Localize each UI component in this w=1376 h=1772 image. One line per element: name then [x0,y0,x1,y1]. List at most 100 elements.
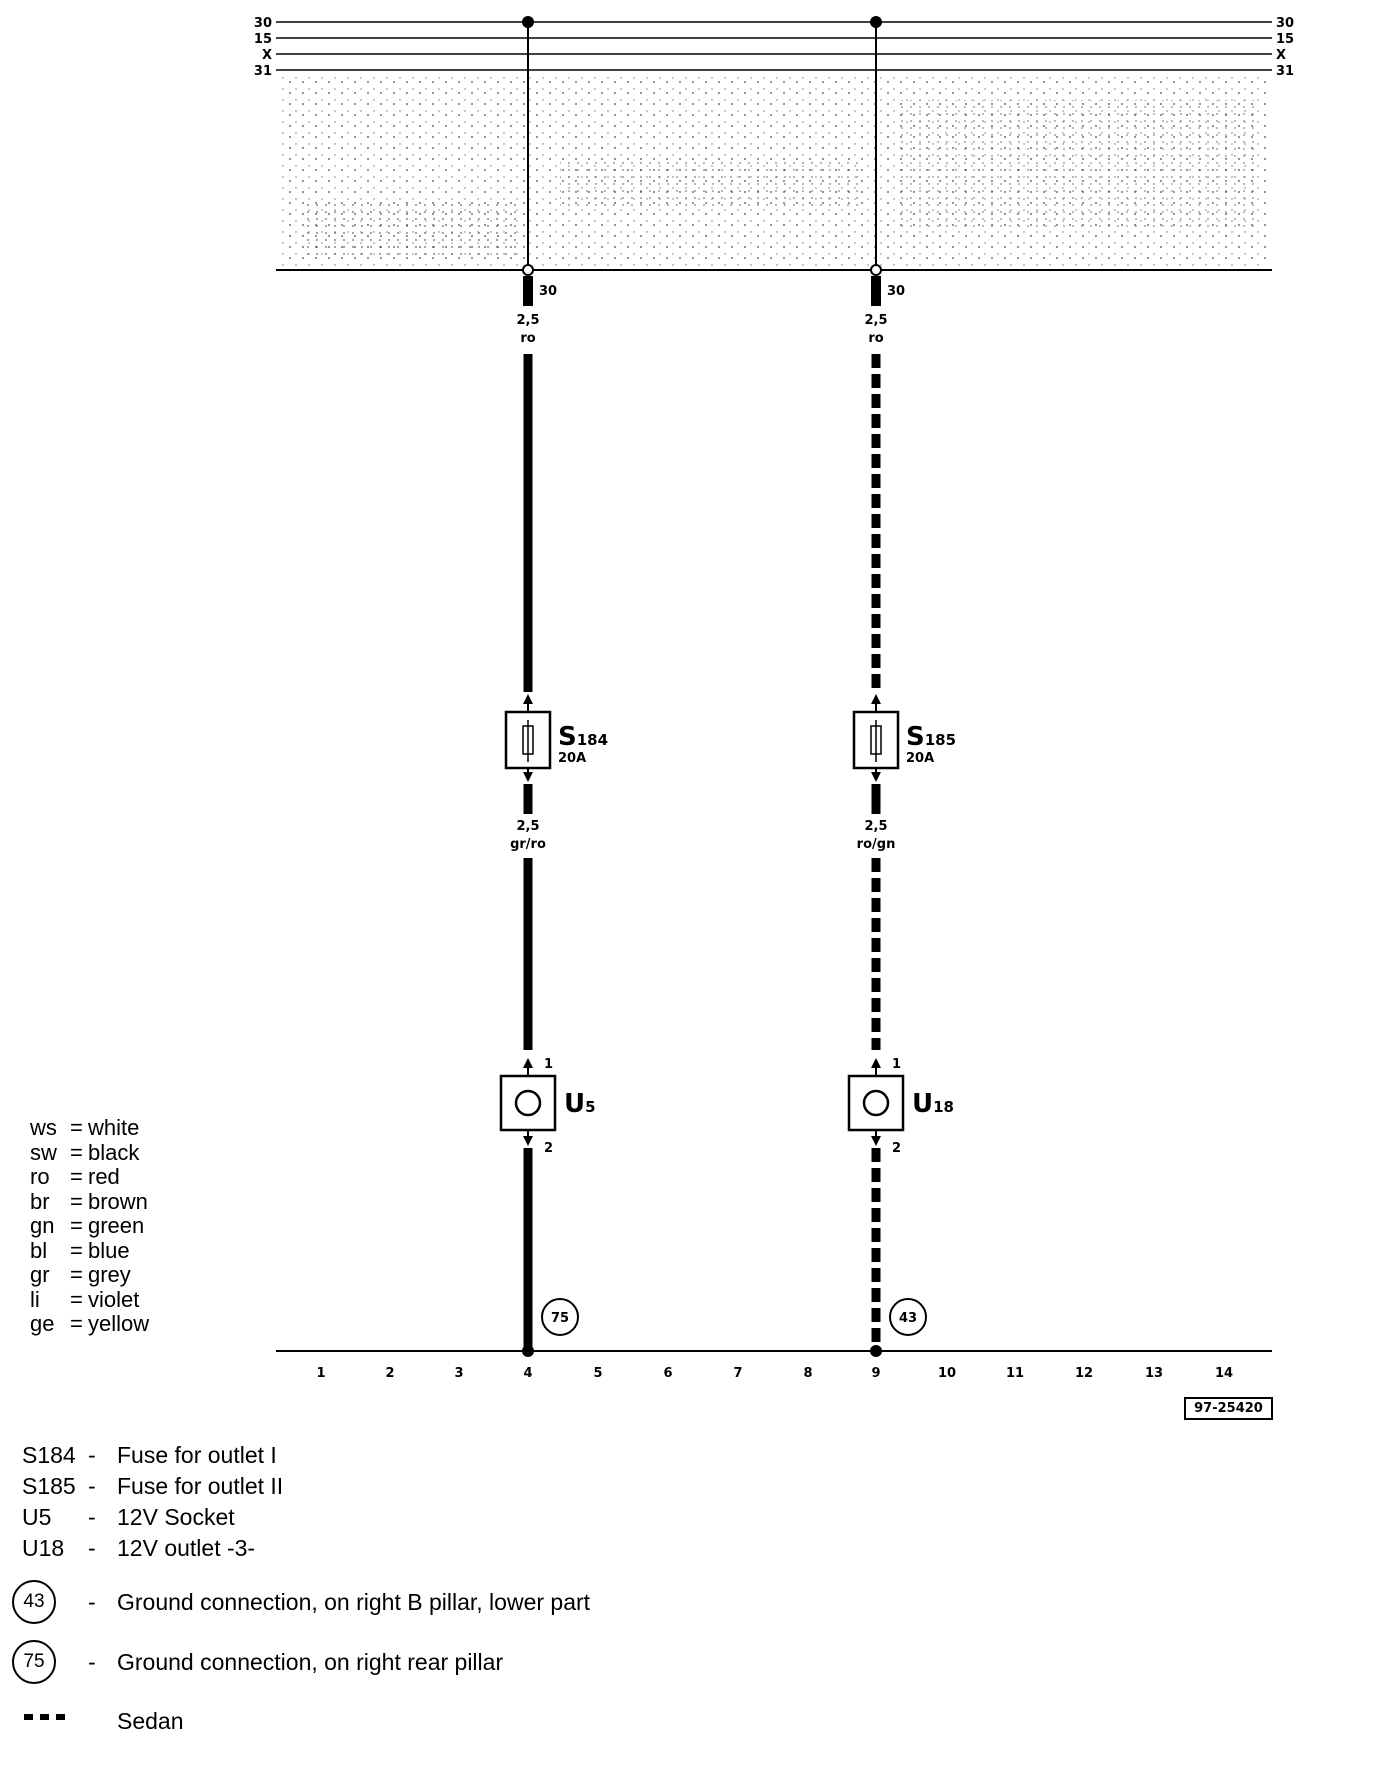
color-name: blue [88,1237,130,1263]
legend-dash: - [88,1588,96,1615]
terminal-connector [870,264,882,276]
rail-label-31-left: 31 [254,64,272,79]
legend-desc: Fuse for outlet I [117,1441,277,1468]
ruler-number: 8 [803,1366,812,1381]
arrow-marker [523,1136,533,1146]
ground-point-symbol: 43 [12,1580,56,1624]
legend-code: U5 [22,1503,52,1530]
wire-size-label: 2,5 [864,819,887,834]
color-code: bl [30,1237,48,1263]
legend-code: S185 [22,1472,76,1499]
ground-point-number: 43 [899,1311,917,1326]
color-code-row: ro=red [30,1164,149,1190]
color-code-row: ws =white [30,1115,149,1141]
rail-label-30-right: 30 [1276,16,1294,31]
pin-label: 1 [892,1057,901,1072]
color-code: ro [30,1164,50,1189]
rail-label-x-left: X [262,48,272,63]
color-code: gn [30,1213,55,1238]
socket-arc [514,1102,542,1117]
socket-symbol [847,1074,905,1132]
power-rails: 30 15 X 31 30 15 X 31 [254,16,1294,79]
wire-color-label: gr/ro [510,837,546,852]
color-code: li [30,1286,40,1312]
arrow-marker [871,694,881,704]
color-code-row: bl =blue [30,1237,149,1264]
terminal-label: 30 [539,284,557,299]
legend-dash: - [88,1441,96,1468]
ruler-number: 7 [733,1366,742,1381]
ruler-number: 9 [871,1366,880,1381]
arrow-marker [871,772,881,782]
ground-point-symbol [889,1298,927,1336]
fuse-rating: 20A [906,751,934,766]
legend-desc: 12V Socket [117,1503,235,1530]
color-name: white [88,1115,140,1140]
rail-label-15-right: 15 [1276,32,1294,47]
ruler-number: 10 [938,1366,956,1381]
equals-sign: = [70,1237,83,1263]
equals-sign: = [70,1188,83,1214]
socket-arc [862,1102,890,1117]
socket-label: U5 [564,1089,596,1119]
ruler-number: 4 [523,1366,532,1381]
color-code: sw [30,1139,57,1165]
color-name: black [88,1139,140,1165]
color-code-row: li=violet [30,1286,149,1313]
legend-code: U18 [22,1534,65,1561]
rail-label-31-right: 31 [1276,64,1294,79]
ground-point-symbol: 75 [12,1640,56,1684]
ruler-number: 13 [1145,1366,1163,1381]
wire-color-label: ro [868,331,883,346]
ruler-number: 6 [663,1366,672,1381]
line-style-desc: Sedan [117,1707,184,1734]
equals-sign: = [70,1262,83,1287]
wire-size-label: 2,5 [864,313,887,328]
color-code-row: ge=yellow [30,1311,150,1337]
ground-junction-dot [522,1345,534,1357]
socket-symbol [499,1074,557,1132]
rail-label-15-left: 15 [254,32,272,47]
legend-desc: 12V outlet -3- [117,1534,256,1561]
dashed-line-symbol [24,1714,68,1720]
legend-dash: - [88,1534,96,1561]
legend-dash: - [88,1648,96,1675]
fuse-label: S184 [558,722,608,752]
legend-dash: - [88,1472,96,1499]
arrow-marker [523,772,533,782]
color-code-row: sw=black [30,1139,149,1166]
ground-point-symbol [541,1298,579,1336]
ruler-number: 2 [385,1366,394,1381]
fuse-rating: 20A [558,751,586,766]
color-code-row: gr=grey [30,1262,149,1288]
color-code-row: gn=green [30,1213,149,1239]
ruler-number: 12 [1075,1366,1093,1381]
color-name: red [88,1164,120,1189]
legend-desc: Fuse for outlet II [117,1472,284,1499]
color-code: gr [30,1262,50,1287]
socket-arc [862,1089,890,1104]
color-name: yellow [88,1311,150,1336]
rail-label-x-right: X [1276,48,1286,63]
color-code: ws [30,1115,57,1140]
rail-label-30-left: 30 [254,16,272,31]
wire-size-label: 2,5 [516,819,539,834]
arrow-marker [871,1136,881,1146]
rail-junction-dot [870,16,882,28]
terminal-connector [522,264,534,276]
legend-dash: - [88,1503,96,1530]
ruler-number: 5 [593,1366,602,1381]
socket-label: U18 [912,1089,954,1119]
color-code-row: br=brown [30,1188,149,1215]
equals-sign: = [70,1115,83,1140]
circuits: 302,5roS18420A2,5gr/ro12U575302,5roS1852… [499,16,956,1357]
ruler-number: 1 [316,1366,325,1381]
wire-color-label: ro [520,331,535,346]
arrow-marker [523,1058,533,1068]
color-name: violet [88,1286,140,1312]
pin-label: 2 [892,1141,901,1156]
pin-label: 2 [544,1141,553,1156]
